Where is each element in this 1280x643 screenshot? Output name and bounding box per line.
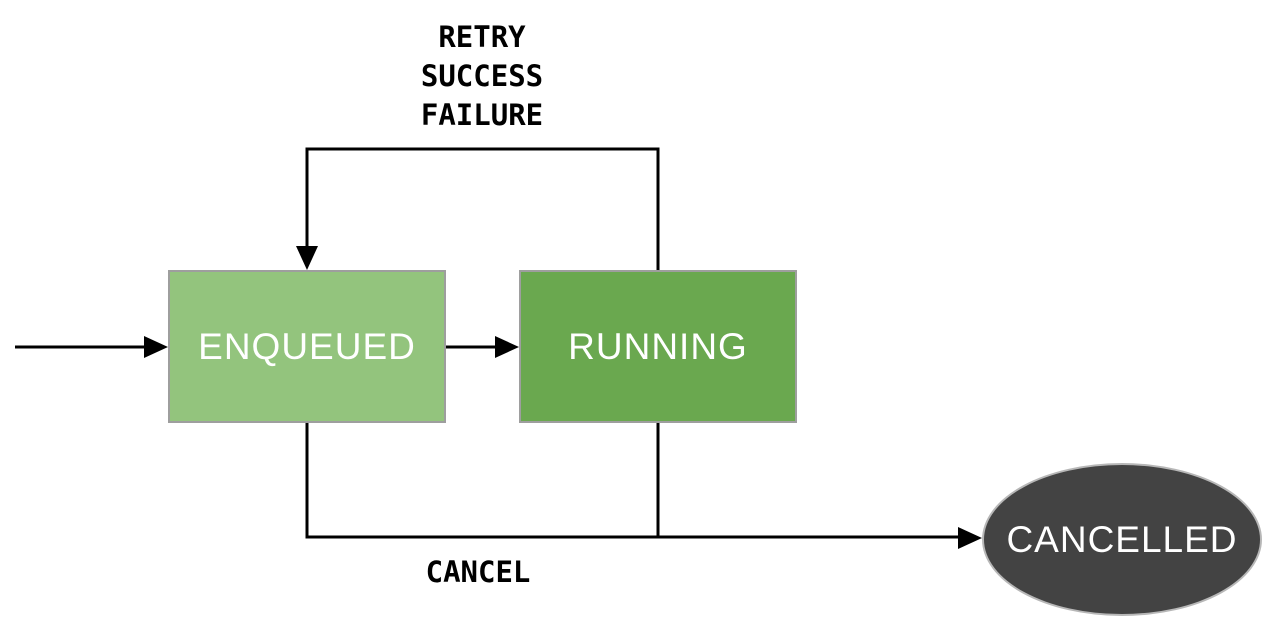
loop-arrowhead-icon <box>296 246 318 270</box>
state-enqueued: ENQUEUED <box>168 270 446 423</box>
loop-label-retry: RETRY <box>438 20 526 54</box>
initial-arrowhead-icon <box>144 336 168 358</box>
loop-transition-labels: RETRY SUCCESS FAILURE <box>421 18 543 135</box>
loop-label-success: SUCCESS <box>420 59 544 93</box>
enqueued-to-running-arrowhead-icon <box>495 336 519 358</box>
state-running-label: RUNNING <box>568 325 748 367</box>
running-to-enqueued-loop-line <box>305 147 660 270</box>
cancel-line <box>305 423 960 539</box>
state-cancelled: CANCELLED <box>982 463 1262 616</box>
state-running: RUNNING <box>519 270 797 423</box>
loop-label-failure: FAILURE <box>420 98 544 132</box>
state-enqueued-label: ENQUEUED <box>198 325 416 367</box>
state-cancelled-label: CANCELLED <box>1006 518 1238 560</box>
cancel-transition-label: CANCEL <box>425 555 531 589</box>
cancel-arrowhead-icon <box>958 527 982 549</box>
